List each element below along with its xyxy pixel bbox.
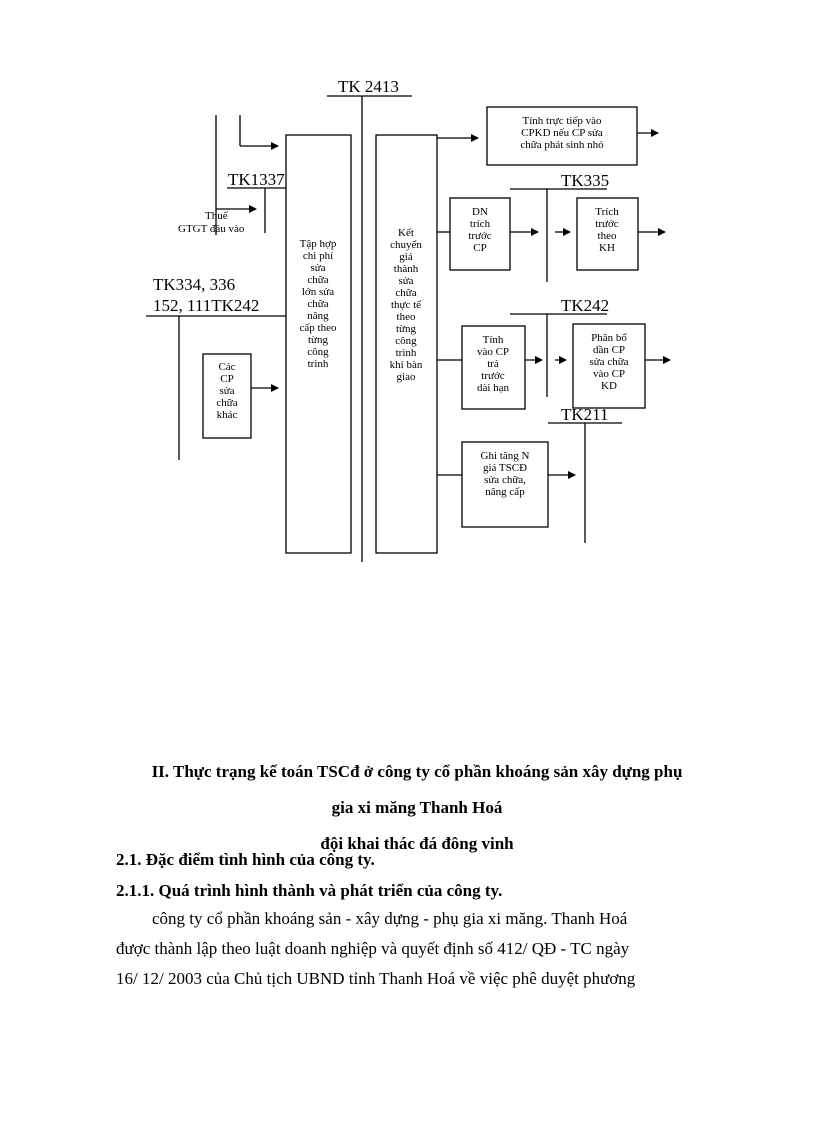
section-heading: II. Thực trạng kế toán TSCđ ở công ty cổ…: [116, 754, 718, 862]
svg-text:KH: KH: [599, 242, 615, 254]
svg-text:trước: trước: [468, 230, 491, 242]
svg-text:sửa: sửa: [398, 275, 413, 287]
box-aggregate-text: Tập hợp chi phí sửa chữa lớn sửa chữa nâ…: [300, 238, 337, 370]
vat-label-line2: GTGT đầu vào: [178, 223, 245, 235]
svg-text:dần CP: dần CP: [593, 344, 625, 356]
box-accrue-plan-text: Trích trước theo KH: [595, 206, 619, 254]
svg-text:Trích: Trích: [595, 206, 619, 218]
svg-text:lớn sửa: lớn sửa: [302, 286, 334, 298]
svg-text:chữa: chữa: [307, 274, 328, 286]
svg-text:cấp theo: cấp theo: [300, 322, 337, 334]
svg-text:từng: từng: [396, 323, 417, 335]
box-accrue-dn-text: DN trích trước CP: [468, 206, 491, 254]
svg-text:trích: trích: [470, 218, 491, 230]
svg-text:vào CP: vào CP: [477, 346, 509, 358]
svg-text:Phân bổ: Phân bổ: [591, 332, 627, 344]
box-other-costs-text: Các CP sửa chữa khác: [216, 361, 237, 421]
svg-text:Các: Các: [218, 361, 235, 373]
svg-text:từng: từng: [308, 334, 329, 346]
svg-text:sửa chữa: sửa chữa: [589, 356, 628, 368]
heading-line-2: gia xi măng Thanh Hoá: [331, 798, 503, 817]
svg-text:trình: trình: [396, 347, 417, 359]
box-prepaid-long-term: [461, 325, 526, 410]
box-allocate-text: Phân bổ dần CP sửa chữa vào CP KD: [589, 332, 628, 392]
accounting-flow-diagram: TK 2413 TK1337 Thuế GTGT đầu vào TK334, …: [146, 77, 671, 562]
paragraph-line-2: được thành lập theo luật doanh nghiệp và…: [116, 939, 630, 958]
box-transfer-text: Kết chuyển giá thành sửa chữa thực tế th…: [390, 227, 423, 383]
box-direct-expense-text: Tính trực tiếp vào CPKD nếu CP sửa chữa …: [520, 115, 604, 151]
svg-text:khi bàn: khi bàn: [390, 359, 423, 371]
vat-label-line1: Thuế: [205, 210, 229, 222]
svg-text:chữa phát sinh nhỏ: chữa phát sinh nhỏ: [520, 139, 604, 151]
svg-text:sửa: sửa: [219, 385, 234, 397]
tk211-label: TK211: [561, 405, 609, 424]
paragraph-line-3: 16/ 12/ 2003 của Chủ tịch UBND tỉnh Than…: [116, 969, 636, 988]
box-prepaid-text: Tính vào CP trả trước dài hạn: [477, 334, 510, 394]
box-accrue-dn: [449, 197, 511, 271]
svg-text:KD: KD: [601, 380, 617, 392]
box-other-costs: [202, 353, 252, 439]
tk1337-label: TK1337: [228, 170, 285, 189]
svg-text:giá TSCĐ: giá TSCĐ: [483, 462, 527, 474]
heading-line-1: II. Thực trạng kế toán TSCđ ở công ty cổ…: [151, 762, 683, 781]
svg-text:thành: thành: [394, 263, 419, 275]
svg-text:thực tế: thực tế: [391, 299, 422, 311]
tk334-label: TK334, 336: [153, 275, 235, 294]
box-aggregate-costs: [285, 134, 352, 554]
svg-text:chi phí: chi phí: [303, 250, 333, 262]
svg-text:Ghi tăng N: Ghi tăng N: [481, 450, 530, 462]
svg-text:khác: khác: [217, 409, 238, 421]
svg-text:chuyển: chuyển: [390, 239, 422, 251]
box-allocate: [572, 323, 646, 409]
box-increase-text: Ghi tăng N giá TSCĐ sửa chữa, nâng cấp: [481, 450, 530, 498]
svg-text:trước: trước: [595, 218, 618, 230]
svg-text:nâng: nâng: [307, 310, 329, 322]
svg-text:trình: trình: [308, 358, 329, 370]
svg-text:CPKD nếu CP sửa: CPKD nếu CP sửa: [521, 127, 603, 139]
tk2413-label: TK 2413: [338, 77, 399, 96]
tk242-label: TK242: [561, 296, 609, 315]
svg-text:chữa: chữa: [307, 298, 328, 310]
paragraph-line-1: công ty cổ phần khoáng sản - xây dựng - …: [152, 909, 628, 928]
svg-text:Tập hợp: Tập hợp: [300, 238, 337, 250]
section-2-1-title: 2.1. Đặc điểm tình hình của công ty.: [116, 850, 375, 869]
svg-text:nâng cấp: nâng cấp: [485, 486, 525, 498]
svg-text:dài hạn: dài hạn: [477, 382, 510, 394]
svg-text:sửa: sửa: [310, 262, 325, 274]
svg-text:theo: theo: [397, 311, 416, 323]
tk152-label: 152, 111TK242: [153, 296, 259, 315]
svg-text:Tính trực tiếp vào: Tính trực tiếp vào: [523, 115, 602, 127]
svg-text:DN: DN: [472, 206, 488, 218]
tk335-label: TK335: [561, 171, 609, 190]
svg-text:Tính: Tính: [483, 334, 504, 346]
box-accrue-plan: [576, 197, 639, 271]
svg-text:vào CP: vào CP: [593, 368, 625, 380]
box-direct-expense: [486, 106, 638, 166]
svg-text:CP: CP: [220, 373, 233, 385]
svg-text:chữa: chữa: [216, 397, 237, 409]
box-increase-fixed-asset: [461, 441, 549, 528]
svg-text:trả: trả: [487, 358, 499, 370]
box-transfer-cost: [375, 134, 438, 554]
svg-text:giá: giá: [399, 251, 413, 263]
heading-line-3: đội khai thác đá đông vinh: [320, 834, 514, 853]
svg-text:trước: trước: [481, 370, 504, 382]
body-paragraph: công ty cổ phần khoáng sản - xây dựng - …: [116, 904, 718, 994]
svg-text:chữa: chữa: [395, 287, 416, 299]
svg-text:theo: theo: [598, 230, 617, 242]
svg-text:CP: CP: [473, 242, 486, 254]
svg-text:giao: giao: [397, 371, 416, 383]
svg-text:công: công: [307, 346, 329, 358]
svg-text:công: công: [395, 335, 417, 347]
svg-text:Kết: Kết: [398, 227, 414, 239]
svg-text:sửa chữa,: sửa chữa,: [484, 474, 526, 486]
section-2-1-1-title: 2.1.1. Quá trình hình thành và phát triể…: [116, 881, 503, 900]
